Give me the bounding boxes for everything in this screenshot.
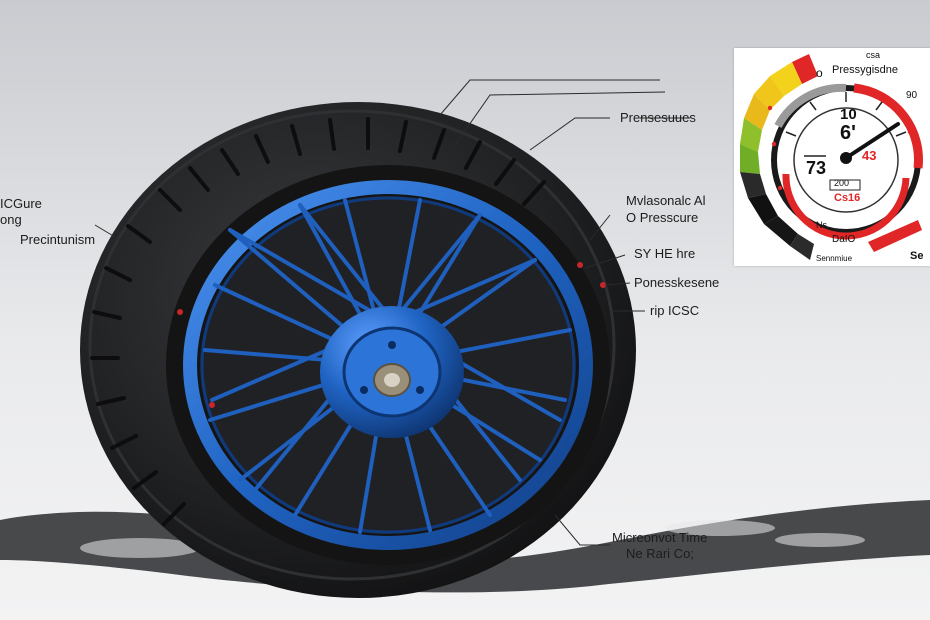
gauge-band-red	[792, 54, 818, 84]
gauge-side-value: 43	[862, 148, 877, 163]
gauge-gray-arc	[774, 83, 847, 128]
gauge-band-green-2	[740, 144, 760, 174]
gauge-band-dark-2	[748, 194, 778, 224]
gauge-band-dark-3	[764, 216, 798, 246]
bottom-label-1: Micreonvot Time	[612, 530, 708, 545]
gauge-corner-value: 90	[906, 90, 918, 101]
gauge-top-label: Pressygisdne	[832, 64, 899, 76]
gauge-red-arc-lower	[782, 173, 910, 240]
gauge-label-lower: Ns	[816, 220, 827, 230]
gauge-sub-text: Cs16	[834, 192, 861, 204]
gauge-needle-pivot	[840, 152, 852, 164]
gauge-band-dark-1	[740, 172, 766, 198]
pressure-gauge	[740, 54, 923, 260]
gauge-value-large: 6'	[840, 122, 856, 144]
left-label-2: ong	[0, 212, 22, 227]
gauge-top-small: csa	[866, 50, 881, 60]
gauge-band-yellow-1	[770, 62, 802, 96]
gauge-red-arc	[853, 83, 923, 169]
gauge-left-value: 73	[806, 158, 827, 178]
tire-tread	[90, 117, 546, 526]
right-label-2: Mvlasonalc Al	[626, 193, 706, 208]
callout-lines	[94, 79, 690, 546]
gauge-corner-text: Se	[910, 250, 924, 262]
pressure-gauge-card: csa Pressygisdne o 10 6' 43 73 200 Cs16 …	[734, 48, 930, 266]
right-label-pressure: O Presscure	[626, 210, 699, 225]
left-label-1: ICGure	[0, 196, 42, 211]
gauge-scale-box	[829, 179, 861, 191]
wheel-hub	[320, 306, 464, 438]
right-label-4: SY HE hre	[634, 246, 696, 261]
valve-markers	[177, 262, 606, 408]
bottom-label-2: Ne Rari Co;	[626, 546, 694, 561]
shadow-highlights	[80, 520, 865, 558]
gauge-value-small: 10	[840, 106, 857, 123]
gauge-bottom-label: Sennmiue	[816, 254, 853, 263]
gauge-needle	[844, 122, 900, 160]
gauge-band-yellow-3	[744, 94, 770, 130]
gauge-sub-value: 200	[834, 178, 850, 188]
gauge-figure: o	[816, 66, 823, 80]
right-label-5: Ponesskesene	[634, 275, 720, 290]
gauge-red-markers	[767, 105, 913, 191]
gauge-band-dark-4	[790, 234, 814, 260]
gauge-band-green-1	[740, 118, 762, 152]
right-label-pressures: Prensesuues	[620, 110, 696, 125]
right-label-6: rip ICSC	[650, 303, 700, 318]
left-label-3: Precintunism	[20, 232, 96, 247]
gauge-label-d: DaIO	[832, 234, 856, 245]
gauge-ticks	[785, 92, 907, 157]
gauge-red-tail	[868, 220, 922, 252]
